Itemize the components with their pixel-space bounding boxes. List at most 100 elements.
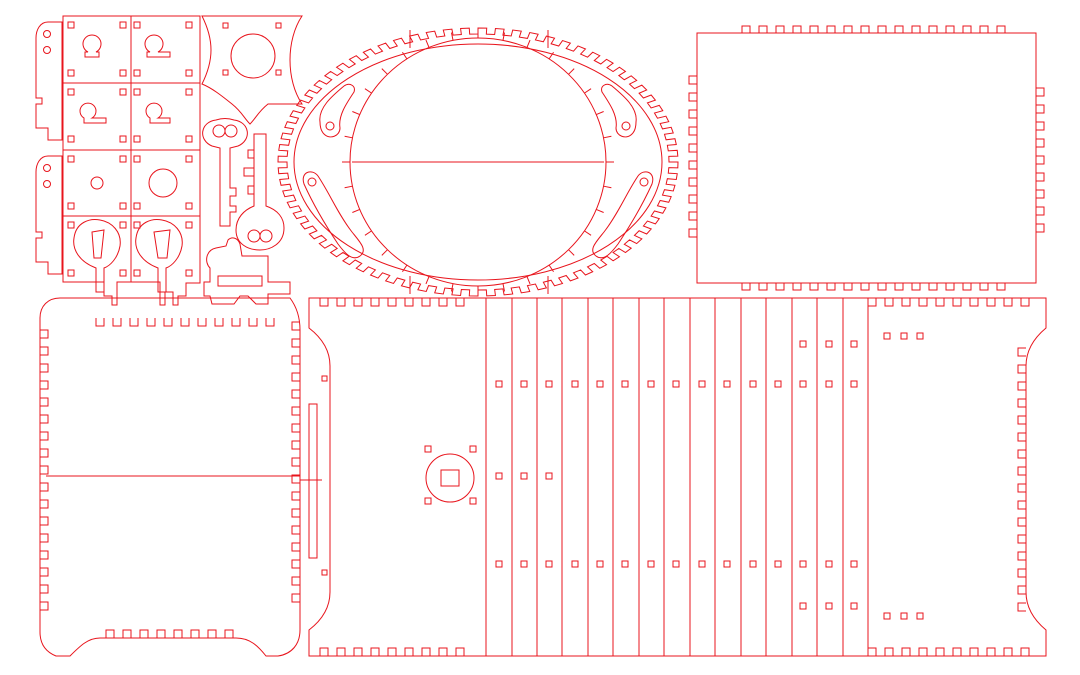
square-hole bbox=[134, 270, 140, 276]
square-hole bbox=[724, 561, 730, 567]
square-hole bbox=[775, 561, 781, 567]
lock-pawl bbox=[74, 220, 121, 292]
ring-gear bbox=[278, 28, 678, 296]
pawl-slot bbox=[154, 230, 170, 258]
body-hub-square bbox=[470, 498, 476, 504]
body-small-squares bbox=[884, 333, 923, 619]
square-hole bbox=[134, 203, 140, 209]
square-hole bbox=[826, 561, 832, 567]
square-hole bbox=[68, 156, 74, 162]
hinge-bracket bbox=[36, 156, 62, 274]
bow-tie-plate bbox=[202, 16, 302, 124]
square-hole bbox=[134, 70, 140, 76]
key-shaft bbox=[236, 134, 284, 250]
door-square-hole bbox=[322, 570, 327, 575]
square-hole bbox=[917, 333, 923, 339]
square-hole bbox=[800, 561, 806, 567]
key-hole bbox=[225, 125, 237, 137]
keyhole bbox=[83, 35, 101, 57]
slat-strips bbox=[486, 298, 1029, 656]
gear-center-ring bbox=[350, 38, 606, 286]
panel-body-outline bbox=[697, 33, 1036, 283]
hinge-hole bbox=[44, 31, 51, 38]
hinge-hole bbox=[44, 165, 51, 172]
curved-lever bbox=[320, 84, 355, 136]
body-hub-square bbox=[470, 446, 476, 452]
lever-pivot bbox=[622, 122, 630, 130]
key-teeth bbox=[244, 150, 254, 194]
square-hole bbox=[120, 222, 126, 228]
door-slot bbox=[309, 404, 317, 558]
lock-pawl bbox=[136, 220, 183, 292]
square-hole bbox=[521, 381, 527, 387]
gear-inner-notches bbox=[342, 30, 614, 294]
square-hole bbox=[186, 203, 192, 209]
gear-hole bbox=[149, 169, 177, 197]
body-hub-slot bbox=[441, 470, 459, 486]
bow-tie-square bbox=[223, 70, 228, 75]
body-hub-square bbox=[425, 498, 431, 504]
square-hole bbox=[648, 561, 654, 567]
square-hole bbox=[496, 473, 502, 479]
square-hole bbox=[186, 22, 192, 28]
square-hole bbox=[68, 22, 74, 28]
square-hole bbox=[597, 561, 603, 567]
hinge-hole bbox=[44, 181, 51, 188]
door-panel-outline bbox=[309, 298, 486, 656]
square-hole bbox=[572, 381, 578, 387]
main-body-panel bbox=[425, 298, 1046, 656]
gear-inner-ring bbox=[294, 44, 662, 280]
body-hub-square bbox=[425, 446, 431, 452]
square-hole bbox=[546, 473, 552, 479]
gear-teeth bbox=[278, 28, 678, 296]
keyhole bbox=[146, 103, 170, 123]
finger-joint-panel-top-right bbox=[689, 26, 1044, 290]
square-hole bbox=[186, 136, 192, 142]
square-hole bbox=[496, 381, 502, 387]
body-hub bbox=[425, 446, 476, 504]
hinge-bracket bbox=[36, 22, 62, 140]
square-hole bbox=[120, 136, 126, 142]
door-square-hole bbox=[322, 376, 327, 381]
lock-bolt-slot bbox=[218, 276, 262, 286]
lock-bolt-outline bbox=[204, 238, 290, 304]
square-hole bbox=[775, 381, 781, 387]
curved-lever bbox=[593, 172, 653, 258]
bow-tie-square bbox=[276, 23, 281, 28]
square-hole bbox=[673, 561, 679, 567]
square-hole bbox=[546, 381, 552, 387]
finger-tabs bbox=[40, 318, 300, 638]
square-hole bbox=[699, 381, 705, 387]
key-hole bbox=[260, 230, 272, 242]
square-hole bbox=[826, 603, 832, 609]
square-hole bbox=[724, 381, 730, 387]
square-hole bbox=[120, 22, 126, 28]
square-hole bbox=[134, 22, 140, 28]
door-finger-tabs bbox=[320, 298, 464, 656]
square-hole bbox=[120, 89, 126, 95]
square-hole bbox=[800, 603, 806, 609]
square-hole bbox=[673, 381, 679, 387]
gear-outline bbox=[278, 28, 678, 296]
square-hole bbox=[120, 203, 126, 209]
finger-tabs bbox=[689, 26, 1044, 290]
body-finger-tabs bbox=[868, 298, 1029, 656]
square-hole bbox=[186, 156, 192, 162]
square-hole bbox=[68, 203, 74, 209]
curved-lever bbox=[602, 84, 637, 136]
square-hole bbox=[750, 381, 756, 387]
square-hole bbox=[134, 136, 140, 142]
square-hole bbox=[800, 381, 806, 387]
slat-square-holes bbox=[496, 341, 857, 609]
square-hole bbox=[496, 561, 502, 567]
square-hole bbox=[901, 333, 907, 339]
square-hole bbox=[597, 381, 603, 387]
square-hole bbox=[120, 70, 126, 76]
square-hole bbox=[68, 136, 74, 142]
square-hole bbox=[120, 270, 126, 276]
keyhole bbox=[145, 35, 170, 57]
square-hole bbox=[68, 222, 74, 228]
square-hole bbox=[134, 89, 140, 95]
lever-pivot bbox=[640, 178, 648, 186]
